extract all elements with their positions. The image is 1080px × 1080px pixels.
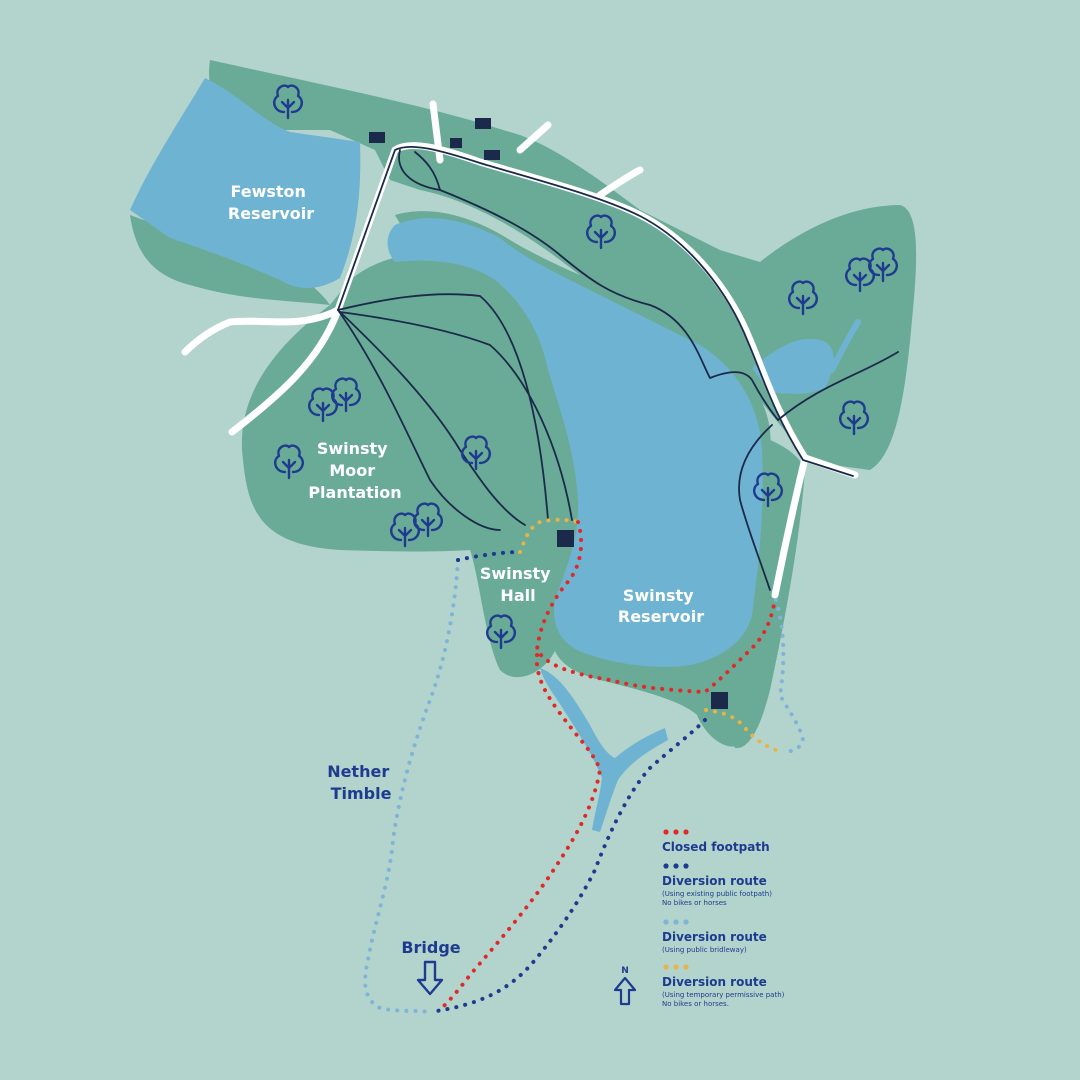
swinsty-reservoir-water: [387, 218, 763, 667]
road-north-spur-3: [596, 166, 644, 199]
timble-outflow-stream: [540, 668, 668, 832]
legend-swatch-closed: [663, 829, 689, 835]
legend-subtitle: (Using temporary permissive path): [662, 991, 785, 999]
legend-item-div-bridleway: Diversion route (Using public bridleway): [662, 919, 767, 954]
route-bridleway-west: [363, 558, 460, 1014]
legend-item-closed: Closed footpath: [662, 829, 770, 854]
land-west: [130, 215, 596, 678]
track-plantation-2: [337, 309, 526, 526]
legend-dot: [673, 964, 679, 970]
building-icon: [484, 150, 500, 160]
north-indicator: N: [613, 966, 637, 1006]
legend-subtitle: (Using existing public footpath): [662, 890, 772, 898]
fewston-reservoir-water: [130, 78, 361, 289]
nether-timble-label: Nether Timble: [327, 762, 395, 803]
legend-dot: [663, 829, 669, 835]
legend-note: No bikes or horses.: [662, 1000, 729, 1008]
legend-note: No bikes or horses: [662, 899, 727, 907]
legend: Closed footpath Diversion route (Using e…: [662, 829, 785, 1008]
buildings: [369, 118, 728, 709]
legend-title: Diversion route: [662, 874, 767, 888]
legend-dot: [673, 919, 679, 925]
east-inlet-pond: [752, 338, 834, 394]
fewston-reservoir-label: Fewston Reservoir: [228, 182, 314, 223]
place-labels: Fewston Reservoir Swinsty Moor Plantatio…: [228, 182, 704, 996]
bridge-label: Bridge: [401, 938, 460, 957]
legend-dot: [663, 964, 669, 970]
track-east-spur: [777, 351, 899, 421]
north-label: N: [621, 966, 629, 976]
legend-title: Diversion route: [662, 975, 767, 989]
east-inlet-stream: [829, 319, 861, 373]
legend-item-div-permissive: Diversion route (Using temporary permiss…: [662, 964, 785, 1008]
down-arrow-icon: [416, 960, 444, 996]
legend-dot: [683, 964, 689, 970]
legend-subtitle: (Using public bridleway): [662, 946, 747, 954]
route-closed-footpath: [438, 520, 777, 1012]
tracks: [337, 145, 899, 591]
track-plantation-4: [339, 311, 573, 521]
legend-swatch-div-permissive: [663, 964, 689, 970]
road-west-link: [181, 306, 342, 356]
swinsty-hall-label: Swinsty Hall: [480, 564, 556, 605]
legend-title: Diversion route: [662, 930, 767, 944]
legend-item-div-footpath: Diversion route (Using existing public f…: [662, 863, 772, 907]
building-icon: [711, 692, 728, 709]
legend-dot: [663, 919, 669, 925]
building-icon: [450, 138, 462, 148]
north-arrow-icon: [613, 976, 637, 1006]
legend-swatch-div-footpath: [663, 863, 689, 869]
track-north-shore: [439, 189, 779, 421]
routes: [363, 517, 806, 1014]
legend-dot: [673, 863, 679, 869]
legend-dot: [663, 863, 669, 869]
legend-dot: [683, 863, 689, 869]
road-west-spur: [228, 306, 342, 436]
water-bodies: [130, 78, 861, 832]
legend-dot: [673, 829, 679, 835]
legend-swatch-div-bridleway: [663, 919, 689, 925]
track-plantation-3: [337, 309, 501, 531]
swinsty-moor-plantation-label: Swinsty Moor Plantation: [308, 439, 401, 502]
building-icon: [557, 530, 574, 547]
track-plantation-1: [337, 293, 549, 521]
track-east-shore: [738, 424, 773, 591]
route-permissive-hall: [518, 517, 580, 554]
building-icon: [369, 132, 385, 143]
road-east-south: [771, 454, 809, 599]
building-icon: [475, 118, 491, 129]
legend-title: Closed footpath: [662, 840, 770, 854]
legend-dot: [683, 829, 689, 835]
road-north-spur-2: [516, 121, 552, 154]
legend-dot: [683, 919, 689, 925]
track-road-edge: [337, 145, 854, 477]
swinsty-reservoir-label: Swinsty Reservoir: [618, 586, 704, 626]
route-permissive-east: [704, 708, 784, 754]
